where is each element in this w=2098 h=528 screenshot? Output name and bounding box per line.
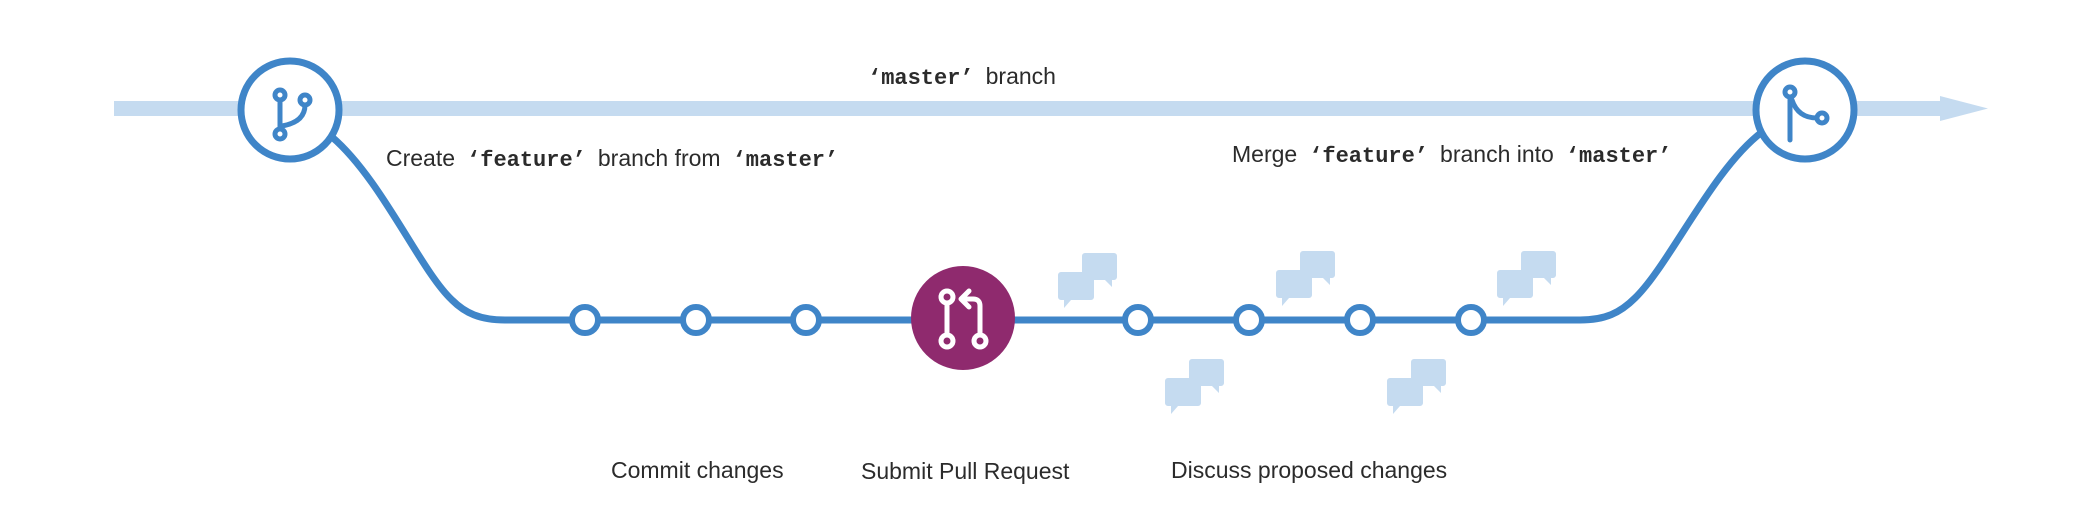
create-branch-label: Create ‘feature’ branch from ‘master’: [386, 144, 838, 175]
merge-mid: branch into: [1440, 141, 1554, 167]
git-merge-icon: [1752, 57, 1858, 163]
merge-code-master: ‘master’: [1565, 144, 1672, 169]
comment-bubbles-icon: [1165, 359, 1224, 414]
git-pull-request-icon: [911, 266, 1015, 370]
commit-node: [680, 304, 712, 336]
master-text: branch: [985, 63, 1056, 89]
master-branch-label: ‘master’ branch: [868, 62, 1056, 93]
commit-node: [1455, 304, 1487, 336]
comment-bubbles-icon: [1276, 251, 1335, 306]
comment-bubbles-icon: [1058, 253, 1117, 308]
master-branch-arrow: [1940, 96, 1988, 121]
submit-pull-request-label: Submit Pull Request: [861, 458, 1070, 484]
merge-code-feature: ‘feature’: [1309, 144, 1429, 169]
comment-bubbles-icon: [1497, 251, 1556, 306]
master-code: ‘master’: [868, 66, 974, 91]
merge-pre: Merge: [1232, 141, 1298, 167]
feature-branch-line: [329, 129, 1765, 324]
create-code-feature: ‘feature’: [467, 148, 586, 173]
commit-node: [1344, 304, 1376, 336]
create-pre: Create: [386, 145, 456, 171]
commit-node: [790, 304, 822, 336]
create-code-master: ‘master’: [732, 148, 839, 173]
discuss-changes-label: Discuss proposed changes: [1171, 457, 1448, 483]
git-branch-icon: [237, 57, 343, 163]
commit-node: [1233, 304, 1265, 336]
create-mid: branch from: [597, 145, 721, 171]
merge-branch-label: Merge ‘feature’ branch into ‘master’: [1232, 140, 1671, 171]
commit-changes-label: Commit changes: [611, 457, 784, 483]
commit-node: [569, 304, 601, 336]
comment-bubbles-icon: [1387, 359, 1446, 414]
master-branch-line: [114, 101, 1944, 116]
commit-node: [1122, 304, 1154, 336]
